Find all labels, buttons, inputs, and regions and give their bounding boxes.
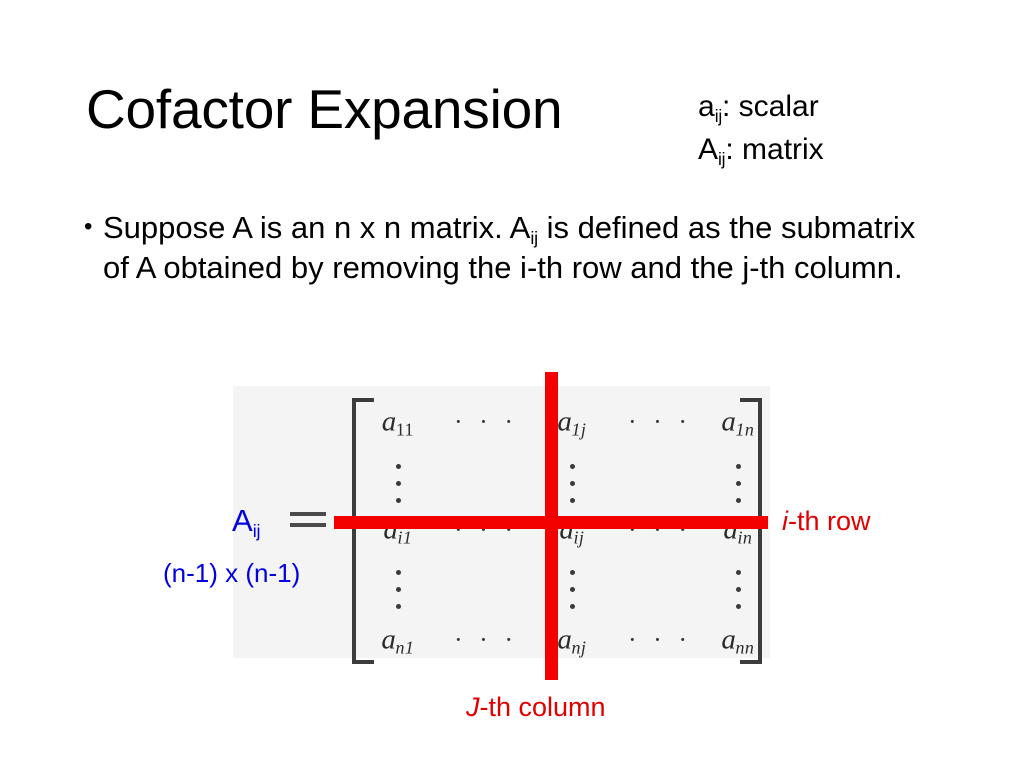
matrix-cell: a1j	[557, 405, 587, 440]
legend-item-scalar: aij: scalar	[698, 86, 824, 129]
submatrix-dimensions-label: (n-1) x (n-1)	[163, 558, 301, 588]
ith-row-label-text: -th row	[788, 506, 871, 536]
notation-legend: aij: scalar Aij: matrix	[698, 86, 824, 171]
matrix-bracket-right	[740, 398, 762, 664]
matrix-vdots	[569, 570, 575, 610]
matrix-vdots	[569, 464, 575, 504]
matrix-cell: an1	[381, 623, 415, 658]
bullet-glyph: •	[84, 213, 93, 240]
bullet-text-subscript: ij	[530, 228, 538, 249]
legend-matrix-subscript: ij	[718, 148, 726, 169]
legend-item-matrix: Aij: matrix	[698, 129, 824, 172]
bullet-text-part2: is defined as the submatrix of A obtaine…	[103, 210, 916, 286]
ith-row-label: i-th row	[782, 506, 871, 537]
matrix-cell: ann	[721, 623, 755, 658]
matrix-hdots: · · ·	[454, 407, 518, 436]
matrix-bracket-left	[352, 398, 374, 664]
matrix-vdots	[395, 464, 401, 504]
red-column-strikethrough-line	[545, 372, 558, 680]
bullet-text: Suppose A is an n x n matrix. Aij is def…	[103, 208, 920, 289]
matrix-cell: anj	[557, 623, 587, 658]
matrix-vdots	[395, 570, 401, 610]
legend-scalar-subscript: ij	[714, 105, 723, 126]
legend-scalar-symbol: a	[698, 90, 715, 123]
jth-column-label-text: -th column	[479, 692, 606, 722]
legend-matrix-symbol: A	[698, 132, 719, 166]
matrix-hdots: · · ·	[628, 407, 692, 436]
legend-scalar-meaning: : scalar	[722, 90, 819, 123]
legend-matrix-meaning: : matrix	[725, 132, 824, 166]
jth-column-label-index: J	[466, 692, 480, 722]
submatrix-label-symbol: A	[232, 503, 253, 538]
submatrix-label: Aij	[232, 503, 261, 542]
matrix-vdots	[735, 464, 741, 504]
body-bullet: • Suppose A is an n x n matrix. Aij is d…	[84, 208, 920, 289]
matrix-hdots: · · ·	[454, 625, 518, 654]
matrix-cell: a11	[381, 405, 414, 440]
matrix-cell: a1n	[721, 405, 755, 440]
matrix-vdots	[735, 570, 741, 610]
equals-sign-icon	[290, 512, 326, 528]
bullet-text-part1: Suppose A is an n x n matrix. A	[103, 210, 531, 245]
submatrix-label-subscript: ij	[252, 521, 261, 542]
matrix-hdots: · · ·	[628, 625, 692, 654]
jth-column-label: J-th column	[466, 692, 606, 723]
slide-title: Cofactor Expansion	[86, 78, 563, 140]
ith-row-label-index: i	[782, 506, 788, 536]
